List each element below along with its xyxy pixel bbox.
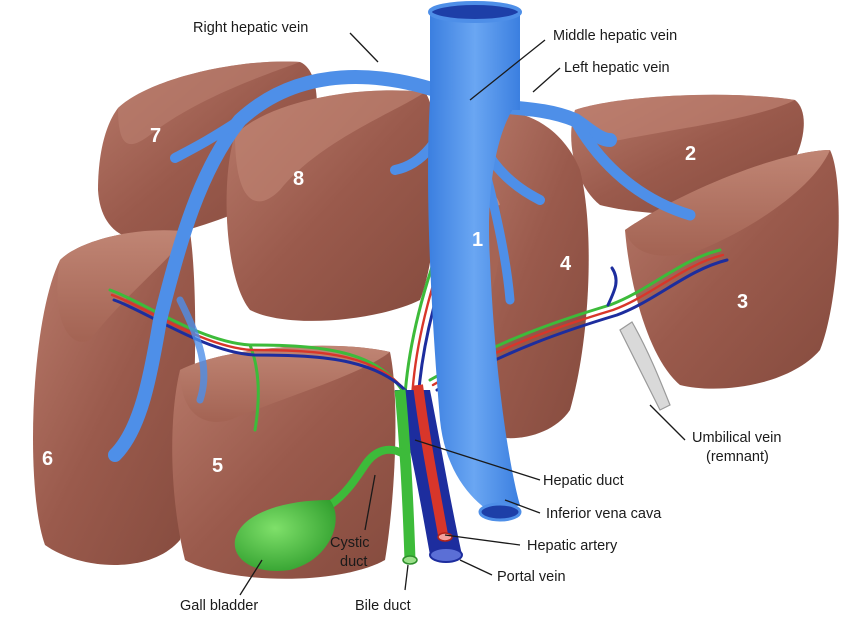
segment-number-6: 6 (42, 448, 53, 470)
bile-duct (327, 389, 418, 565)
label-hepatic-duct: Hepatic duct (543, 473, 624, 489)
label-cystic-duct: Cystic (330, 535, 369, 551)
gall-bladder (234, 500, 336, 571)
label-hepatic-artery: Hepatic artery (527, 538, 618, 554)
segment-number-5: 5 (212, 455, 223, 477)
label-left-hepatic-vein: Left hepatic vein (564, 60, 670, 76)
label-portal-vein: Portal vein (497, 569, 566, 585)
label-umbilical-vein: Umbilical vein (692, 430, 781, 446)
label-right-hepatic-vein: Right hepatic vein (193, 20, 308, 36)
leader-lines (239, 32, 686, 596)
segment-5-lobe (172, 345, 396, 579)
label-umbilical-vein-remnant: (remnant) (706, 449, 769, 465)
segment-number-3: 3 (737, 291, 748, 313)
segment-number-7: 7 (150, 125, 161, 147)
label-cystic-duct-2: duct (340, 554, 367, 570)
segment-number-4: 4 (560, 253, 572, 275)
inferior-vena-cava (428, 1, 522, 522)
segment-number-1: 1 (472, 229, 483, 251)
label-middle-hepatic-vein: Middle hepatic vein (553, 28, 677, 44)
umbilical-vein-remnant (619, 321, 671, 411)
segment-number-8: 8 (293, 168, 304, 190)
segment-number-2: 2 (685, 143, 696, 165)
label-bile-duct: Bile duct (355, 598, 411, 614)
segment-8-lobe (226, 90, 438, 321)
label-inferior-vena-cava: Inferior vena cava (546, 506, 662, 522)
label-gall-bladder: Gall bladder (180, 598, 258, 614)
